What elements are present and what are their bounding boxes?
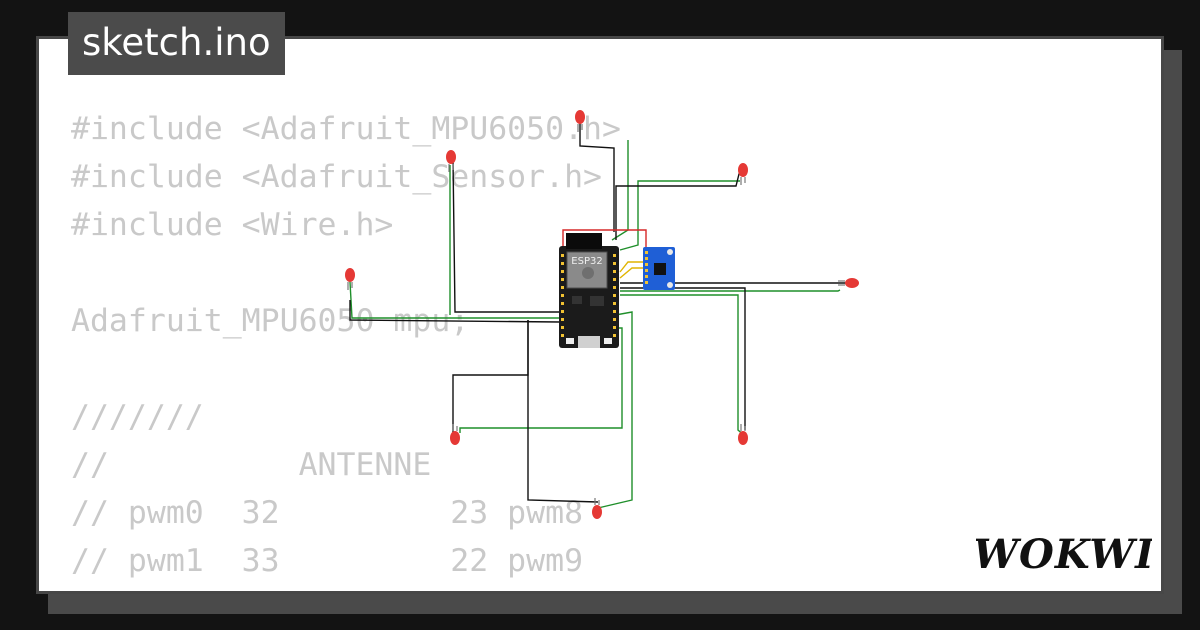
led-3[interactable]	[738, 163, 748, 185]
code-line: #include <Adafruit_MPU6050.h>	[71, 111, 621, 147]
code-line: // ANTENNE	[71, 447, 432, 483]
wokwi-logo: WOKWI	[976, 531, 1152, 576]
led-2[interactable]	[446, 150, 456, 172]
esp32-board[interactable]: ESP32	[559, 233, 619, 348]
file-tab-label: sketch.ino	[82, 21, 271, 64]
led-6[interactable]	[450, 424, 460, 445]
led-7[interactable]	[738, 424, 748, 445]
code-line: ///////	[71, 399, 204, 435]
code-preview: #include <Adafruit_MPU6050.h> #include <A…	[71, 105, 621, 591]
code-line: #include <Adafruit_Sensor.h>	[71, 159, 603, 195]
code-line: #include <Wire.h>	[71, 207, 394, 243]
led-4[interactable]	[345, 268, 355, 290]
code-line: // pwm1 33 22 pwm9	[71, 543, 584, 579]
esp32-label: ESP32	[571, 256, 602, 267]
led-1[interactable]	[575, 110, 585, 132]
led-8[interactable]	[592, 498, 602, 519]
file-tab[interactable]: sketch.ino	[68, 12, 285, 75]
led-5[interactable]	[838, 278, 859, 288]
wokwi-logo-text: WOKWI	[976, 531, 1152, 576]
mpu6050-sensor[interactable]	[643, 247, 675, 290]
